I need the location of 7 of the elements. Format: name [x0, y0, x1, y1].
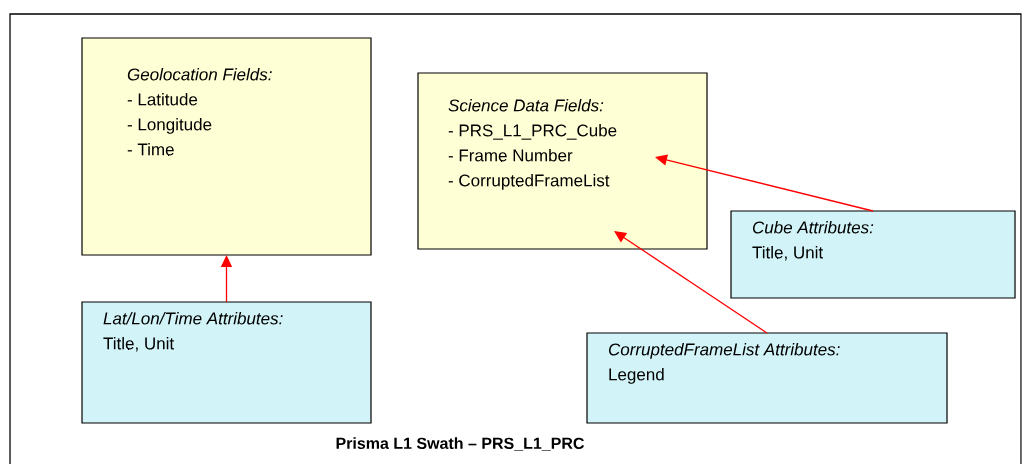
attribute-box: CorruptedFrameList Attributes: Legend	[586, 332, 948, 424]
arrow	[614, 231, 768, 334]
arrow	[655, 154, 874, 212]
attribute-box: Cube Attributes: Title, Unit	[730, 210, 1016, 299]
attribute-box: Lat/Lon/Time Attributes: Title, Unit	[81, 301, 372, 424]
field-box: Geolocation Fields: - Latitude - Longitude - Time	[81, 37, 372, 256]
field-box: Science Data Fields: - PRS_L1_PRC_Cube - Frame Number - CorruptedFrameList	[417, 72, 708, 250]
